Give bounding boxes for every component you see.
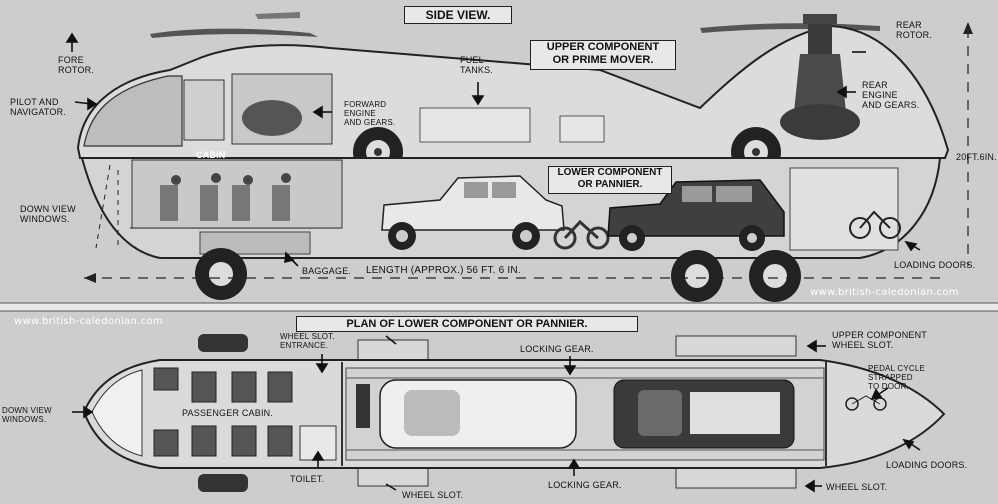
pedal-cycle-label: PEDAL CYCLE STRAPPED TO DOOR. — [868, 364, 926, 391]
forward-engine-shape — [242, 100, 302, 136]
loading-doors-side-label: LOADING DOORS. — [894, 260, 976, 270]
watermark-mid-left: www.british-caledonian.com — [14, 316, 163, 327]
passenger-cabin-label: PASSENGER CABIN. — [182, 408, 274, 418]
upper-component-title: UPPER COMPONENT OR PRIME MOVER. — [530, 40, 676, 70]
height-label: 20FT.6IN. — [956, 152, 997, 162]
fuel-tanks-label: FUEL TANKS. — [460, 55, 494, 75]
side-view-drawing — [65, 12, 973, 302]
locking-gear-bottom-label: LOCKING GEAR. — [548, 480, 622, 490]
plan-down-view-label: DOWN VIEW WINDOWS. — [2, 406, 52, 424]
car-two-side — [607, 179, 785, 251]
forward-engine-label: FORWARD ENGINE AND GEARS. — [344, 100, 396, 127]
plan-title: PLAN OF LOWER COMPONENT OR PANNIER. — [296, 316, 638, 332]
loading-doors-plan-label: LOADING DOORS. — [886, 460, 968, 470]
cabin-label: CABIN — [196, 150, 226, 160]
side-view-title: SIDE VIEW. — [404, 6, 512, 24]
pilot-label: PILOT AND NAVIGATOR. — [10, 97, 67, 117]
rear-engine-shape — [794, 54, 846, 112]
wheel-slot-entrance-label: WHEEL SLOT. ENTRANCE. — [280, 332, 335, 350]
locking-gear-top-label: LOCKING GEAR. — [520, 344, 594, 354]
wheel-slot-right-label: WHEEL SLOT. — [826, 482, 888, 492]
upper-wheel-slot-label: UPPER COMPONENT WHEEL SLOT. — [832, 330, 928, 350]
car-one-side — [381, 175, 565, 250]
baggage-label: BAGGAGE. — [302, 266, 352, 276]
toilet-label: TOILET. — [290, 474, 325, 484]
down-view-label: DOWN VIEW WINDOWS. — [20, 204, 76, 224]
cockpit-glazing — [83, 75, 183, 147]
section-divider — [0, 303, 998, 311]
lower-component-title: LOWER COMPONENT OR PANNIER. — [548, 166, 672, 194]
wheel-slot-bottom-label: WHEEL SLOT. — [402, 490, 464, 500]
rear-rotor-label: REAR ROTOR. — [896, 20, 933, 40]
watermark-top-right: www.british-caledonian.com — [810, 287, 959, 298]
plan-view-drawing — [72, 334, 946, 493]
rear-engine-label: REAR ENGINE AND GEARS. — [862, 80, 920, 110]
length-label: LENGTH (APPROX.) 56 FT. 6 IN. — [366, 265, 521, 276]
fore-rotor-blade — [150, 28, 318, 38]
fore-rotor-label: FORE ROTOR. — [58, 55, 95, 75]
